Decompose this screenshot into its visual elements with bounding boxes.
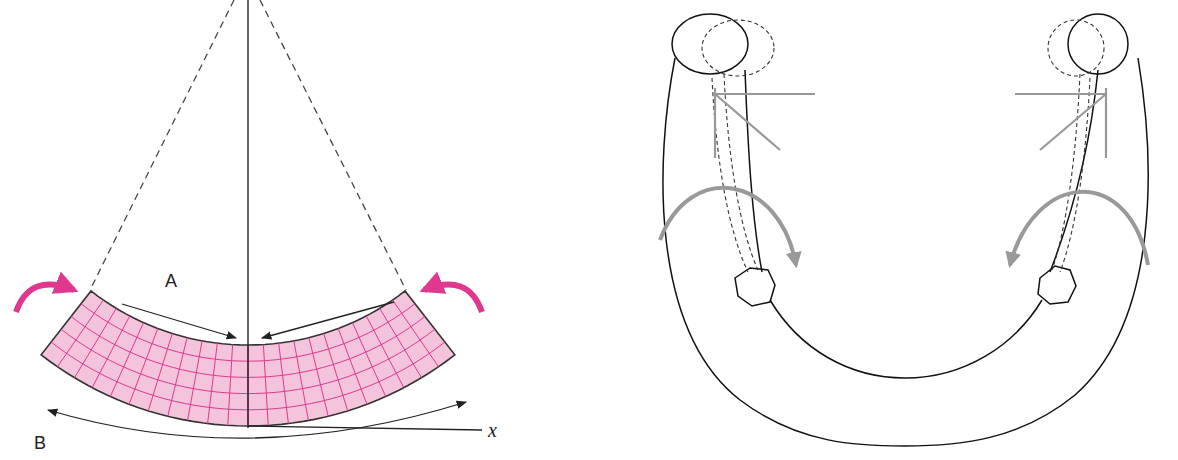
dimension-label: A [165, 272, 177, 290]
grid-line [148, 334, 172, 411]
radius-line [90, 0, 234, 290]
grid-line [92, 316, 130, 388]
radius-line [260, 0, 406, 290]
grid-line [294, 341, 309, 421]
coronoid-process [735, 268, 775, 306]
condyle [1068, 14, 1128, 74]
grid-line [263, 345, 268, 426]
moment-arrow [424, 284, 482, 312]
grid-line [188, 341, 203, 421]
coronoid-process [1038, 266, 1076, 304]
force-vectors [715, 88, 1106, 158]
length-arrow [262, 302, 394, 338]
ramus-inner [1050, 70, 1098, 272]
length-arrow [122, 304, 236, 338]
mandible-outer [663, 58, 1148, 446]
grid-line [366, 316, 404, 388]
grid-line [208, 343, 218, 423]
center-line [247, 0, 248, 428]
dimension-label: B [34, 434, 46, 452]
mandible-inner [770, 300, 1042, 378]
length-arrow [48, 402, 466, 438]
grid-line [279, 343, 289, 423]
grid-line [393, 300, 439, 367]
rotation-arrow [660, 188, 796, 265]
rotation-arrow [1010, 192, 1148, 265]
grid-line [57, 300, 103, 367]
mandible [663, 14, 1148, 446]
axis-label: x [488, 420, 497, 440]
condyle [672, 14, 748, 74]
grid-line [228, 345, 233, 426]
moment-arrow [16, 284, 74, 312]
